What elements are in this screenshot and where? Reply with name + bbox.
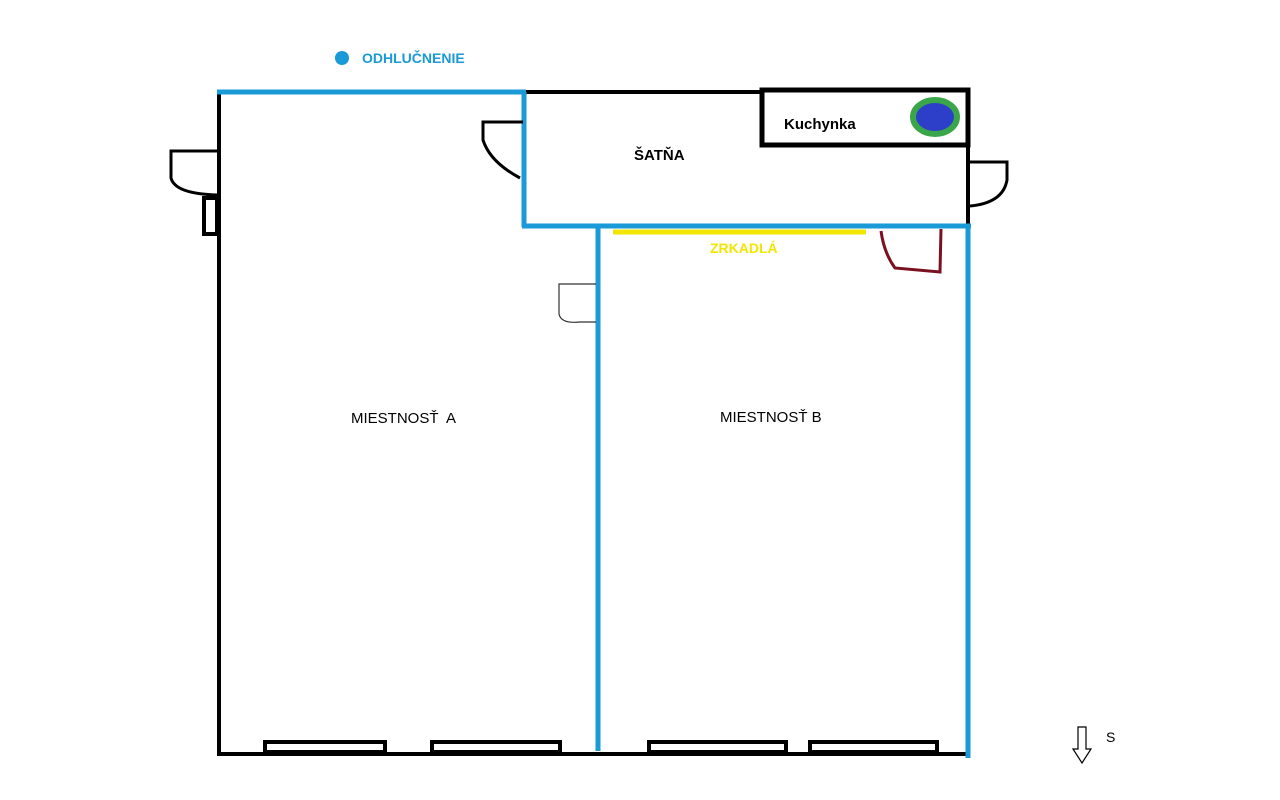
door-left-entrance [169, 149, 219, 236]
compass-label: S [1106, 729, 1115, 745]
kitchenette-box [759, 87, 971, 148]
sink-icon [910, 97, 960, 137]
window-a2 [430, 740, 562, 754]
door-room-b-corner [879, 228, 943, 274]
mirror-label: ZRKADLÁ [710, 240, 778, 256]
windows [263, 740, 939, 754]
window-b1 [647, 740, 788, 754]
soundproof-walls [217, 89, 971, 758]
window-b2 [808, 740, 939, 754]
room-a-label: MIESTNOSŤ A [351, 410, 456, 427]
soundproofing-legend-label: ODHLUČNENIE [362, 49, 465, 66]
window-a1 [263, 740, 387, 754]
wardrobe-label: ŠATŇA [634, 146, 685, 164]
kitchenette-label: Kuchynka [784, 116, 856, 133]
south-arrow-icon [1071, 726, 1093, 765]
door-room-b [558, 283, 596, 323]
room-b-label: MIESTNOSŤ B [720, 409, 822, 426]
black-walls [217, 90, 970, 756]
door-right-entrance [969, 160, 1009, 208]
soundproofing-legend-marker [335, 51, 349, 65]
door-wardrobe [481, 120, 523, 180]
